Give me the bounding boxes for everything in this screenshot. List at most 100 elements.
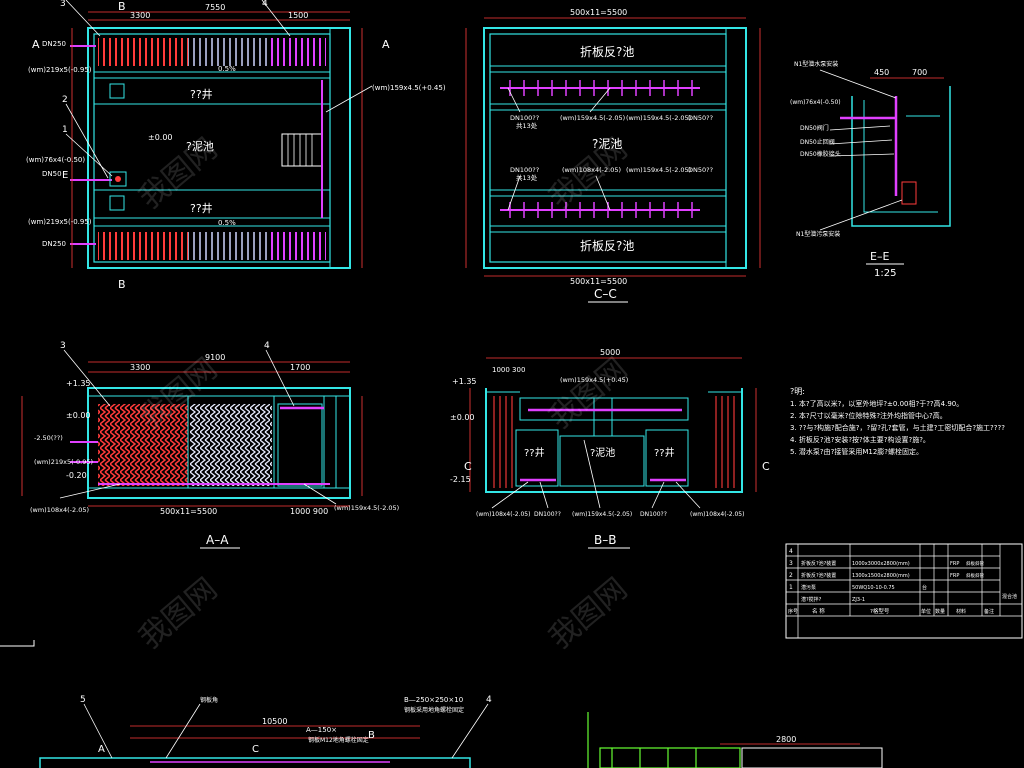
bb-label-c-left: C — [464, 460, 472, 473]
plan-section-a-left: A — [32, 38, 40, 51]
bb-leader — [675, 481, 701, 509]
aa-note-4: (wm)159x4.5(-2.05) — [334, 504, 399, 512]
ee-leader — [819, 199, 903, 231]
aa-dim-total: 9100 — [205, 353, 225, 362]
bottom-plan-white — [741, 747, 883, 768]
bb-note-b4: DN100?? — [640, 511, 667, 518]
table-row-name: 潜污泵 — [801, 584, 816, 591]
table-row-spec: 1000x3000x2800(mm) — [852, 561, 910, 567]
cc-label-bot: 折板反?池 — [580, 238, 634, 253]
notes-line-1: 1. 本?了高以米?，以室外地坪?±0.00相?于??高4.90。 — [790, 399, 963, 408]
watermark: 我图网 — [543, 571, 634, 656]
aa-elev-3: -0.20 — [66, 471, 87, 480]
bottom-note-b: B—250×250×10 — [404, 696, 463, 704]
table-row-remark: 斜板斜管 — [966, 560, 984, 567]
bb-center-col — [593, 397, 613, 437]
bb-leader — [491, 481, 529, 509]
plan-dim-b: 1500 — [288, 11, 308, 20]
plan-stair-steps — [287, 134, 313, 166]
table-head-name: 名 称 — [812, 607, 825, 615]
ee-wall — [851, 86, 951, 227]
table-head-unit: 单位 — [921, 608, 931, 615]
cc-diffusers-bot — [509, 202, 693, 218]
aa-dim-a: 3300 — [130, 363, 150, 372]
ee-leader — [829, 125, 891, 131]
aa-note-1: -2.50(??) — [34, 434, 63, 442]
cc-label-top: 折板反?池 — [580, 44, 634, 59]
bottom-label-c: C — [252, 744, 259, 755]
ee-pump-body — [901, 181, 917, 205]
cc-count-2: 共13处 — [516, 173, 538, 182]
watermark: 我图网 — [543, 351, 634, 436]
plan-label-well-top: ??井 — [190, 87, 213, 101]
plan-section-b-top: B — [118, 0, 126, 13]
bb-elev-3: -2.15 — [450, 475, 471, 484]
watermark: 我图网 — [133, 571, 224, 656]
bottom-leader — [451, 703, 489, 759]
bb-elev-1: +1.35 — [452, 377, 477, 386]
table-row-no: 2 — [789, 572, 793, 579]
plan-slope-bot: 0.5% — [218, 219, 236, 227]
bottom-callout-5: 5 — [80, 695, 86, 705]
bb-leader — [651, 481, 665, 509]
plan-leader — [261, 0, 291, 37]
bb-leader — [583, 439, 601, 509]
ee-inner — [863, 100, 938, 213]
ee-leader — [819, 69, 897, 99]
ee-dim-2: 700 — [912, 68, 927, 77]
plan-section-e: E — [62, 170, 68, 181]
table-head-remark: 备注 — [984, 608, 994, 615]
aa-note-2: (wm)219x5(-0.95) — [34, 458, 93, 466]
plan-pipe-tag-1: DN250 — [42, 40, 66, 48]
section-cc: 500x11=5500 500x11=5500 折板反?池 ?泥池 折板反?池 … — [465, 8, 761, 303]
plan-pipe-note-top-left: (wm)219x5(-0.95) — [28, 66, 92, 74]
bb-note-b1: (wm)108x4(-2.05) — [476, 511, 530, 518]
table-row-no: 1 — [789, 584, 793, 591]
bb-left-wall-hatch — [490, 396, 514, 488]
notes-line-2: 2. 本?尺寸以毫米?位除特殊?注外均指管中心?高。 — [790, 411, 947, 420]
bottom-leader — [165, 703, 201, 759]
bb-label-sludge: ?泥池 — [590, 446, 615, 459]
table-grid — [786, 544, 1022, 638]
notes-line-4: 4. 折板反?池?安装?按?体主要?构设置?施?。 — [790, 435, 930, 444]
plan-callout-2: 2 — [62, 95, 68, 105]
table-row-spec: ZJ3-1 — [852, 597, 865, 603]
ee-note-6: N1型潜污泵安装 — [796, 230, 840, 238]
ee-scale: 1:25 — [874, 268, 896, 279]
cc-note-2: (wm)159x4.5(-2.05) — [560, 114, 625, 122]
bb-sludge — [559, 435, 645, 487]
plan-small-box — [109, 83, 125, 99]
table-head-qty: 数量 — [935, 608, 945, 615]
table-row-remark: 斜板斜管 — [966, 572, 984, 579]
aa-elev-2: ±0.00 — [66, 411, 91, 420]
bottom-plan-green — [587, 712, 741, 768]
cc-right-annex — [725, 27, 747, 269]
cc-note-4: DN50?? — [688, 114, 713, 122]
bottom-dim-b: 2800 — [776, 735, 796, 744]
cc-label-mid: ?泥池 — [592, 137, 622, 151]
table-row-no: 4 — [789, 548, 793, 555]
design-notes: ?明: 1. 本?了高以米?，以室外地坪?±0.00相?于??高4.90。 2.… — [790, 387, 1005, 456]
table-row-name: 折板反?池?装置 — [801, 572, 836, 579]
section-aa: 3 4 9100 3300 1700 +1.35 ±0.00 -0.20 -2.… — [21, 341, 399, 549]
table-row-material: FRP — [950, 561, 959, 567]
cc-leader — [595, 175, 611, 211]
table-row-spec: 1300x1500x2800(mm) — [852, 573, 910, 579]
aa-callout-3: 3 — [60, 341, 66, 351]
plan-leader — [65, 133, 113, 177]
plan-pipe-note-bot-left: (wm)219x5(-0.95) — [28, 218, 92, 226]
plan-section-a-right: A — [382, 38, 390, 51]
cc-note-3: (wm)159x4.5(-2.05) — [626, 114, 691, 122]
aa-dim-b: 1700 — [290, 363, 310, 372]
bb-label-well-left: ??井 — [524, 446, 545, 459]
plan-pipe-tag-3: DN250 — [42, 240, 66, 248]
bottom-dim: 10500 — [262, 717, 287, 726]
plan-dim-a: 3300 — [130, 11, 150, 20]
table-head-material: 材料 — [956, 608, 966, 615]
cc-diffusers-top — [509, 80, 693, 96]
cc-dim-top-text: 500x11=5500 — [570, 8, 627, 17]
equipment-table: 4 3 折板反?池?装置 1000x3000x2800(mm) FRP 斜板斜管… — [785, 543, 1023, 639]
plan-right-annex — [329, 27, 351, 269]
bb-dim-sub: 1000 300 — [492, 366, 525, 374]
